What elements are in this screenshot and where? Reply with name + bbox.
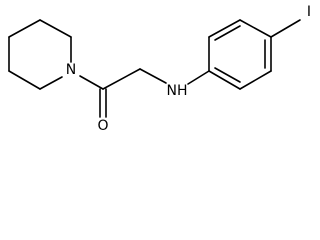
ring-bond — [208, 19, 241, 38]
ring-bond — [208, 70, 241, 90]
ring-bond — [39, 19, 72, 38]
carbonyl-double-bond — [99, 88, 107, 118]
aromatic-inner-bond — [214, 67, 241, 83]
ring-bond — [8, 19, 41, 38]
aromatic-inner-bond — [214, 25, 241, 41]
carbonyl-ch2-bond — [102, 68, 141, 90]
ch2-nh-bond — [139, 68, 167, 84]
benzene-ring — [208, 19, 272, 90]
atom-label-iodine: I — [307, 4, 311, 20]
ring-bond — [239, 19, 272, 38]
structure-diagram: N O NH I — [8, 4, 311, 134]
nh-aryl-bond — [187, 70, 210, 85]
atom-label-o-carbonyl: O — [97, 118, 108, 134]
ring-bond — [39, 76, 63, 90]
molecule-drawing: N O NH I — [8, 4, 311, 134]
aryl-iodine-bond — [270, 19, 301, 38]
atom-label-nh: NH — [167, 83, 188, 99]
n-carbonyl-bond — [79, 75, 104, 90]
atom-label-n-piperidine: N — [66, 62, 76, 78]
ring-bond — [8, 70, 41, 90]
piperidine-ring — [8, 19, 72, 90]
ring-bond — [239, 70, 272, 90]
